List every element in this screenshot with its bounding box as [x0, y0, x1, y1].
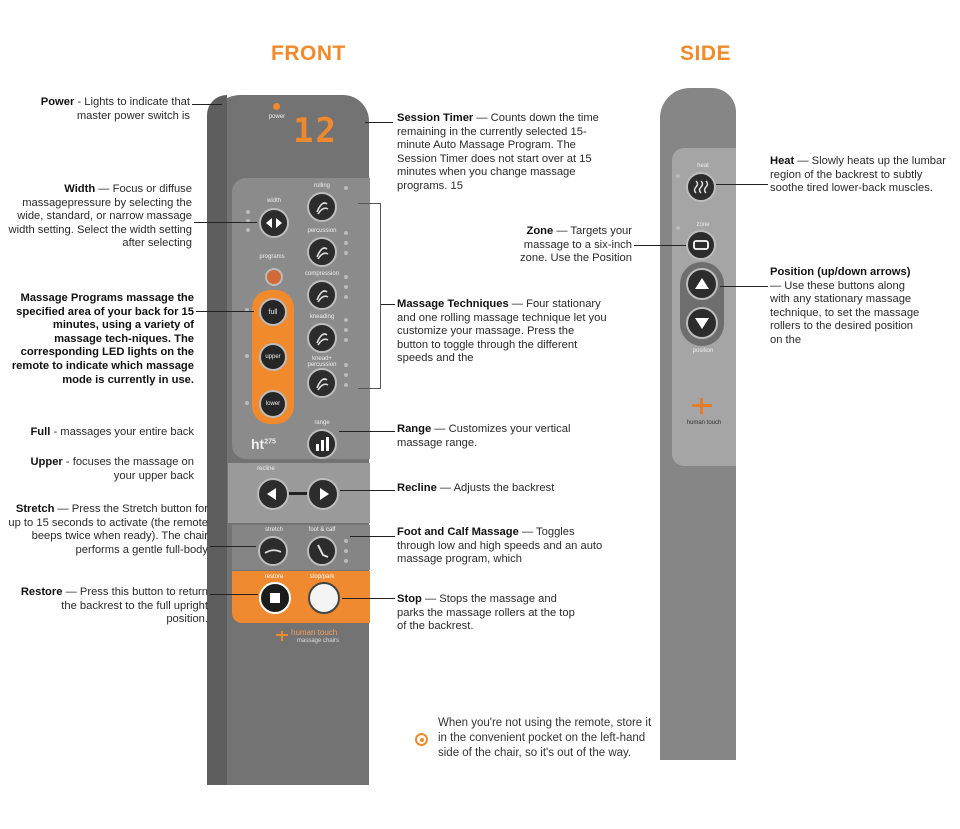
percussion-label: percussion [307, 228, 337, 234]
arrow-up-icon [695, 278, 709, 289]
lower-program-button[interactable]: lower [259, 390, 287, 418]
restore-annotation: Restore — Press this button to return th… [20, 586, 208, 626]
programs-label: programs [259, 254, 285, 260]
side-brand-logo-icon [692, 398, 712, 414]
stretch-foot-band [232, 525, 370, 570]
side-heading: SIDE [680, 42, 732, 65]
techniques-annotation: Massage Techniques — Four stationary and… [397, 298, 607, 365]
heat-icon [693, 180, 709, 194]
width-button[interactable] [259, 208, 289, 238]
recline-annotation: Recline — Adjusts the backrest [397, 482, 555, 494]
zone-button[interactable] [686, 230, 716, 260]
upper-program-button[interactable]: upper [259, 343, 287, 371]
compression-label: compression [304, 271, 339, 277]
foot-calf-annotation: Foot and Calf Massage — Toggles through … [397, 526, 603, 566]
stop-annotation: Stop — Stops the massage and parks the m… [397, 593, 575, 633]
program-indicator-icon [265, 268, 283, 286]
arrow-down-icon [695, 318, 709, 329]
rolling-label: rolling [313, 183, 330, 189]
model-label: ht275 [251, 436, 276, 452]
recline-forward-button[interactable] [307, 478, 339, 510]
zone-annotation: Zone — Targets your massage to a six-inc… [520, 225, 632, 265]
power-annotation: Power - Lights to indicate that master p… [40, 96, 190, 122]
zone-icon [693, 240, 709, 250]
stretch-button[interactable] [258, 536, 288, 566]
heat-label: heat [697, 163, 709, 169]
upper-annotation: Upper - focuses the massage on your uppe… [30, 456, 194, 482]
restore-label: restore [264, 574, 284, 580]
foot-calf-icon [317, 544, 329, 558]
brand-subtitle: massage chairs [297, 638, 340, 644]
range-bars-icon [316, 437, 329, 451]
stop-button[interactable] [308, 582, 340, 614]
full-annotation: Full - massages your entire back [30, 426, 194, 438]
pocket-note: When you're not using the remote, store … [438, 717, 652, 759]
recline-label: recline [257, 466, 275, 472]
range-label: range [314, 420, 330, 426]
position-label: position [692, 348, 714, 354]
stretch-annotation: Stretch — Press the Stretch button for u… [8, 503, 208, 556]
compression-icon [316, 290, 329, 303]
programs-annotation: Massage Programs massage the specified a… [11, 292, 194, 386]
arrow-left-icon [267, 488, 276, 500]
recline-bar [276, 492, 316, 495]
restore-button[interactable] [259, 582, 291, 614]
side-brand-name: human touch [686, 420, 722, 426]
width-arrows-icon [266, 218, 282, 228]
position-down-button[interactable] [686, 307, 718, 339]
rolling-button[interactable] [307, 192, 337, 222]
percussion-button[interactable] [307, 237, 337, 267]
power-label: power [268, 114, 286, 120]
stretch-label: stretch [264, 527, 283, 533]
position-annotation: Position (up/down arrows) — Use these bu… [770, 266, 920, 346]
width-label: width [266, 198, 281, 204]
front-heading: FRONT [271, 42, 346, 65]
foot-calf-label: foot & calf [308, 527, 336, 533]
stop-label: stop/park [309, 574, 335, 580]
zone-label: zone [696, 222, 710, 228]
foot-calf-button[interactable] [307, 536, 337, 566]
techniques-bracket [358, 203, 381, 389]
power-led-icon [273, 103, 280, 110]
restore-square-icon [270, 593, 280, 603]
percussion-icon [316, 247, 329, 260]
pocket-note-icon [415, 733, 428, 746]
compression-button[interactable] [307, 280, 337, 310]
recline-back-button[interactable] [257, 478, 289, 510]
knead-percussion-button[interactable] [307, 368, 337, 398]
stretch-icon [264, 549, 282, 554]
knead-percussion-label: knead+ percussion [307, 356, 337, 368]
width-annotation: Width — Focus or diffuse massagepressure… [8, 183, 192, 250]
knead-percussion-icon [316, 378, 329, 391]
full-program-button[interactable]: full [259, 298, 287, 326]
session-timer-display: 12 [293, 111, 338, 151]
kneading-button[interactable] [307, 323, 337, 353]
heat-annotation: Heat — Slowly heats up the lumbar region… [770, 155, 946, 195]
arrow-right-icon [320, 488, 329, 500]
kneading-icon [316, 333, 329, 346]
range-button[interactable] [307, 429, 337, 459]
session-timer-annotation: Session Timer — Counts down the time rem… [397, 112, 599, 192]
position-up-button[interactable] [686, 268, 718, 300]
kneading-label: kneading [309, 314, 335, 320]
heat-button[interactable] [686, 172, 716, 202]
brand-name: human touch [291, 628, 338, 637]
brand-logo-icon [276, 628, 288, 641]
range-annotation: Range — Customizes your vertical massage… [397, 423, 571, 449]
rolling-icon [316, 202, 329, 215]
restore-stop-band [232, 571, 370, 623]
